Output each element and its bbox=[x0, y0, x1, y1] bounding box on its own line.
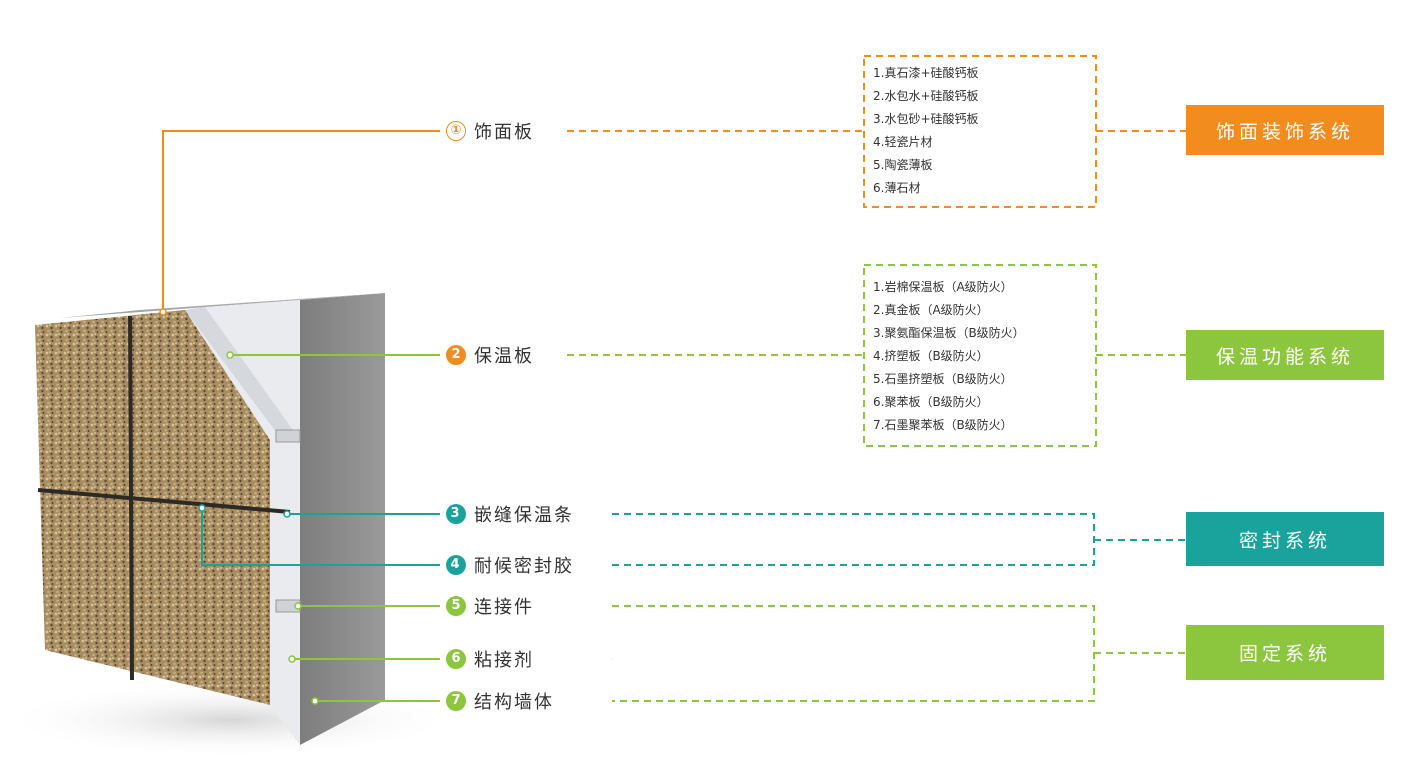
label-sealant: 4 耐候密封胶 bbox=[446, 553, 574, 577]
label-joint-strip: 3 嵌缝保温条 bbox=[446, 502, 574, 526]
list-item: 2.真金板（A级防火） bbox=[873, 303, 989, 317]
label-text: 粘接剂 bbox=[474, 650, 534, 671]
label-text: 饰面板 bbox=[474, 122, 534, 143]
leader-4 bbox=[201, 508, 440, 566]
leader-1 bbox=[162, 130, 440, 312]
number-badge: 2 bbox=[446, 345, 466, 365]
dot-1 bbox=[159, 308, 167, 316]
label-text: 保温板 bbox=[474, 346, 534, 367]
facing-options-list: 1.真石漆+硅酸钙板 2.水包水+硅酸钙板 3.水包砂+硅酸钙板 4.轻瓷片材 … bbox=[873, 62, 979, 200]
insulation-options-list: 1.岩棉保温板（A级防火） 2.真金板（A级防火） 3.聚氨酯保温板（B级防火）… bbox=[873, 276, 1025, 437]
list-item: 6.薄石材 bbox=[873, 181, 921, 195]
structural-wall-top bbox=[60, 293, 385, 318]
dashed-connectors bbox=[567, 55, 1186, 702]
list-item: 2.水包水+硅酸钙板 bbox=[873, 89, 979, 103]
dot-5 bbox=[294, 602, 302, 610]
list-item: 4.轻瓷片材 bbox=[873, 135, 933, 149]
system-name: 保温功能系统 bbox=[1215, 345, 1354, 368]
number-badge: 3 bbox=[446, 504, 466, 524]
label-text: 嵌缝保温条 bbox=[474, 505, 574, 526]
system-box-fixing: 固定系统 bbox=[1186, 625, 1384, 680]
dot-6 bbox=[288, 655, 296, 663]
label-text: 耐候密封胶 bbox=[474, 556, 574, 577]
list-item: 4.挤塑板（B级防火） bbox=[873, 349, 989, 363]
label-text: 连接件 bbox=[474, 597, 534, 618]
list-item: 3.聚氨酯保温板（B级防火） bbox=[873, 326, 1025, 340]
connector-top bbox=[275, 429, 301, 443]
list-item: 5.陶瓷薄板 bbox=[873, 158, 933, 172]
horizontal-joint bbox=[37, 488, 291, 514]
list-item: 6.聚苯板（B级防火） bbox=[873, 395, 989, 409]
structural-wall-side bbox=[300, 293, 385, 745]
dot-7 bbox=[311, 697, 319, 705]
number-badge: ① bbox=[446, 121, 466, 141]
list-item: 3.水包砂+硅酸钙板 bbox=[873, 112, 979, 126]
list-item: 1.岩棉保温板（A级防火） bbox=[873, 280, 1013, 294]
system-name: 饰面装饰系统 bbox=[1215, 120, 1354, 143]
label-adhesive: 6 粘接剂 bbox=[446, 647, 534, 671]
system-name: 密封系统 bbox=[1238, 529, 1331, 552]
list-item: 5.石墨挤塑板（B级防火） bbox=[873, 372, 1013, 386]
number-badge: 7 bbox=[446, 691, 466, 711]
number-badge: 4 bbox=[446, 555, 466, 575]
system-box-sealing: 密封系统 bbox=[1186, 512, 1384, 566]
system-box-facing: 饰面装饰系统 bbox=[1186, 105, 1384, 155]
dot-4 bbox=[198, 504, 206, 512]
number-badge: 6 bbox=[446, 649, 466, 669]
facing-panels bbox=[35, 310, 270, 705]
label-insulation-board: 2 保温板 bbox=[446, 343, 534, 367]
list-item: 1.真石漆+硅酸钙板 bbox=[873, 66, 979, 80]
system-box-insulation: 保温功能系统 bbox=[1186, 330, 1384, 380]
list-item: 7.石墨聚苯板（B级防火） bbox=[873, 418, 1013, 432]
label-facing-panel: ① 饰面板 bbox=[446, 119, 534, 143]
system-name: 固定系统 bbox=[1238, 643, 1331, 665]
insulation-edge bbox=[185, 307, 300, 440]
dot-3 bbox=[283, 510, 291, 518]
label-structural-wall: 7 结构墙体 bbox=[446, 689, 554, 713]
number-badge: 5 bbox=[446, 596, 466, 616]
label-text: 结构墙体 bbox=[474, 692, 554, 713]
dot-2 bbox=[226, 351, 234, 359]
label-connector: 5 连接件 bbox=[446, 594, 534, 618]
